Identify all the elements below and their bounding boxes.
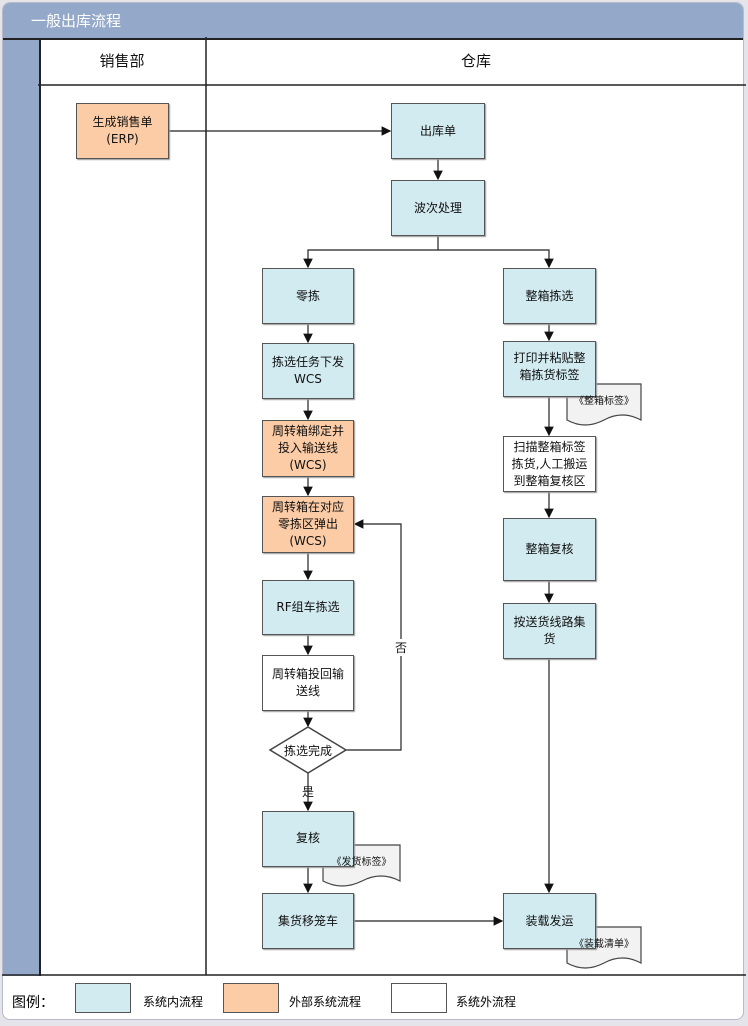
lane-header-sales: 销售部 bbox=[99, 52, 145, 70]
node-check[interactable]: 复核 bbox=[262, 811, 354, 867]
legend-label: 外部系统流程 bbox=[289, 995, 362, 1009]
node-cage-move[interactable]: 集货移笼车 bbox=[262, 893, 354, 949]
node-tote-eject[interactable]: 周转箱在对应 零拣区弹出 (WCS) bbox=[262, 496, 354, 553]
node-load-ship[interactable]: 装载发运 bbox=[503, 893, 596, 949]
node-print-label[interactable]: 打印并粘贴整 箱拣货标签 bbox=[503, 341, 596, 397]
legend-swatch-outside bbox=[391, 983, 447, 1013]
legend-label: 系统外流程 bbox=[456, 995, 517, 1009]
arrow-wave-case bbox=[438, 249, 554, 269]
node-route-collect[interactable]: 按送货线路集 货 bbox=[503, 603, 596, 659]
diagram-title: 一般出库流程 bbox=[31, 12, 122, 30]
doc-load-list: 《装载清单》 bbox=[574, 939, 634, 950]
node-piece-pick[interactable]: 零拣 bbox=[262, 268, 354, 324]
node-bind-tote[interactable]: 周转箱绑定并 投入输送线 (WCS) bbox=[262, 420, 354, 477]
node-task-issue[interactable]: 拣选任务下发 WCS bbox=[262, 343, 354, 399]
doc-ship-label: 《发货标签》 bbox=[331, 857, 392, 868]
decision-diamond bbox=[268, 726, 348, 774]
node-tote-return[interactable]: 周转箱投回输 送线 bbox=[262, 655, 354, 711]
lane-header-warehouse: 仓库 bbox=[460, 52, 491, 70]
node-outbound-order[interactable]: 出库单 bbox=[391, 103, 485, 159]
node-case-pick[interactable]: 整箱拣选 bbox=[503, 268, 596, 324]
legend-swatch-external bbox=[223, 983, 279, 1013]
node-erp[interactable]: 生成销售单 (ERP) bbox=[76, 103, 169, 159]
title-bar: 一般出库流程 bbox=[3, 3, 743, 40]
lane-strip bbox=[3, 40, 41, 976]
doc-case-label: 《整箱标签》 bbox=[574, 396, 634, 407]
node-scan-label[interactable]: 扫描整箱标签 拣货,人工搬运 到整箱复核区 bbox=[503, 436, 596, 492]
node-case-check[interactable]: 整箱复核 bbox=[503, 518, 596, 581]
arrow-wave-piece bbox=[303, 236, 439, 269]
legend-swatch-internal bbox=[75, 983, 131, 1013]
node-pick-done[interactable]: 拣选完成 bbox=[283, 744, 332, 758]
edge-label-yes: 是 bbox=[302, 785, 315, 799]
legend-label: 系统内流程 bbox=[143, 995, 204, 1009]
legend-title: 图例： bbox=[12, 995, 54, 1011]
edge-label-no: 否 bbox=[395, 639, 408, 656]
node-rf-pick[interactable]: RF组车拣选 bbox=[262, 580, 354, 635]
node-wave[interactable]: 波次处理 bbox=[391, 180, 485, 236]
arrow-no-loop bbox=[346, 519, 402, 751]
